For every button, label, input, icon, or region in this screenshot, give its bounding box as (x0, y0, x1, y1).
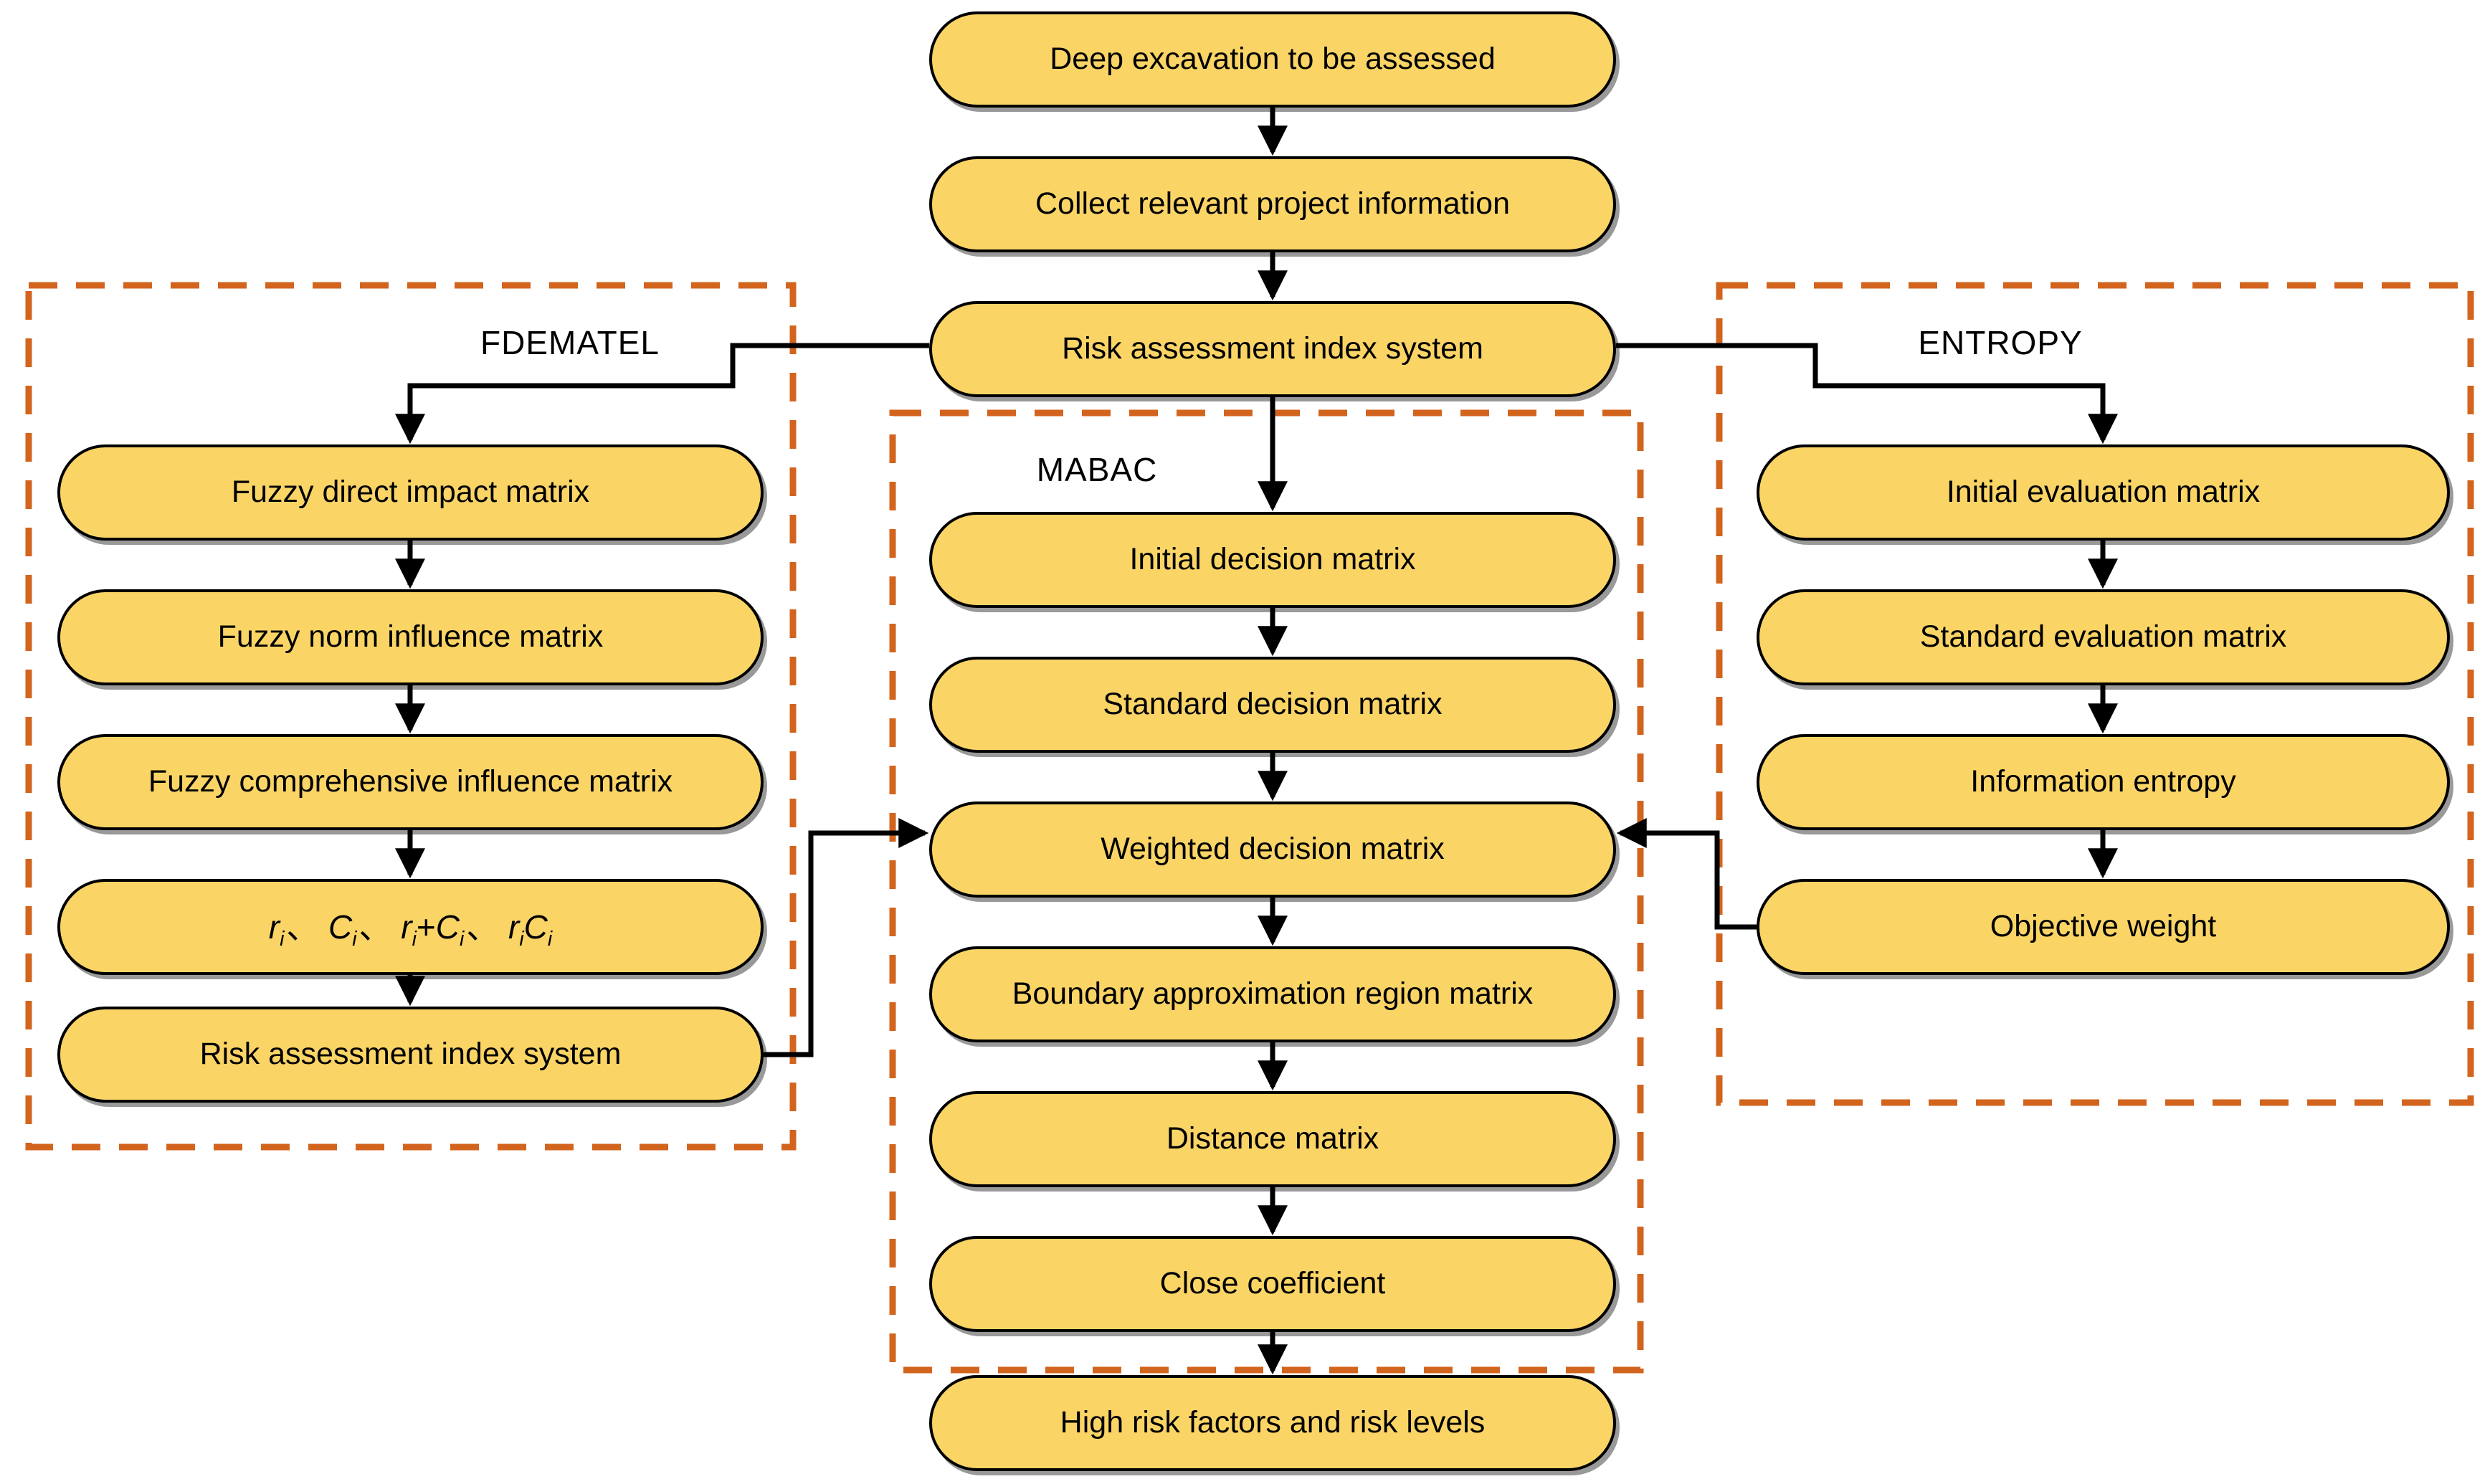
node-ri-ci-formula: ri、Ci、ri+Ci、riCi (57, 879, 764, 975)
node-initial-decision-matrix: Initial decision matrix (929, 512, 1616, 608)
fdematel-group-frame (25, 282, 797, 1151)
node-label: Standard evaluation matrix (1919, 619, 2287, 655)
node-high-risk-factors: High risk factors and risk levels (929, 1375, 1616, 1471)
node-label: Collect relevant project information (1035, 186, 1511, 222)
node-label: Initial evaluation matrix (1946, 475, 2261, 510)
node-distance-matrix: Distance matrix (929, 1091, 1616, 1187)
node-label: Initial decision matrix (1129, 542, 1416, 577)
node-fuzzy-comprehensive-influence-matrix: Fuzzy comprehensive influence matrix (57, 734, 764, 830)
entropy-group-label: ENTROPY (1918, 324, 2083, 361)
branch-riskindex-to-fdematel (395, 343, 929, 444)
node-label: Fuzzy norm influence matrix (217, 619, 604, 655)
node-label: Risk assessment index system (199, 1037, 622, 1072)
node-label: Fuzzy comprehensive influence matrix (148, 764, 673, 799)
entropy-group-frame (1716, 282, 2474, 1106)
node-close-coefficient: Close coefficient (929, 1236, 1616, 1332)
node-label: Distance matrix (1166, 1121, 1379, 1156)
node-label: Information entropy (1970, 764, 2236, 799)
node-label: Weighted decision matrix (1101, 832, 1445, 867)
node-label: Standard decision matrix (1103, 687, 1443, 722)
node-fuzzy-direct-impact-matrix: Fuzzy direct impact matrix (57, 444, 764, 541)
node-deep-excavation: Deep excavation to be assessed (929, 11, 1616, 108)
node-boundary-approximation-region-matrix: Boundary approximation region matrix (929, 946, 1616, 1042)
node-standard-decision-matrix: Standard decision matrix (929, 657, 1616, 753)
node-label: Objective weight (1990, 909, 2217, 944)
formula-text: ri、Ci、ri+Ci、riCi (268, 908, 553, 951)
node-weighted-decision-matrix: Weighted decision matrix (929, 802, 1616, 898)
node-label: Close coefficient (1159, 1266, 1386, 1301)
node-objective-weight: Objective weight (1757, 879, 2450, 975)
node-fuzzy-norm-influence-matrix: Fuzzy norm influence matrix (57, 589, 764, 685)
branch-riskindex-to-entropy (1616, 343, 2118, 444)
node-label: Boundary approximation region matrix (1012, 976, 1534, 1012)
node-label: Deep excavation to be assessed (1050, 42, 1496, 77)
node-initial-evaluation-matrix: Initial evaluation matrix (1757, 444, 2450, 541)
feed-riskindexleft-to-weighted (764, 818, 929, 1057)
node-label: Fuzzy direct impact matrix (231, 475, 590, 510)
node-information-entropy: Information entropy (1757, 734, 2450, 830)
node-label: Risk assessment index system (1062, 331, 1483, 366)
feed-objectiveweight-to-weighted (1616, 818, 1757, 930)
mabac-group-label: MABAC (1036, 451, 1158, 488)
fdematel-group-label: FDEMATEL (480, 324, 660, 361)
node-standard-evaluation-matrix: Standard evaluation matrix (1757, 589, 2450, 685)
node-label: High risk factors and risk levels (1060, 1405, 1486, 1440)
node-risk-index-left: Risk assessment index system (57, 1007, 764, 1103)
node-risk-index-center: Risk assessment index system (929, 301, 1616, 397)
node-collect-info: Collect relevant project information (929, 156, 1616, 252)
